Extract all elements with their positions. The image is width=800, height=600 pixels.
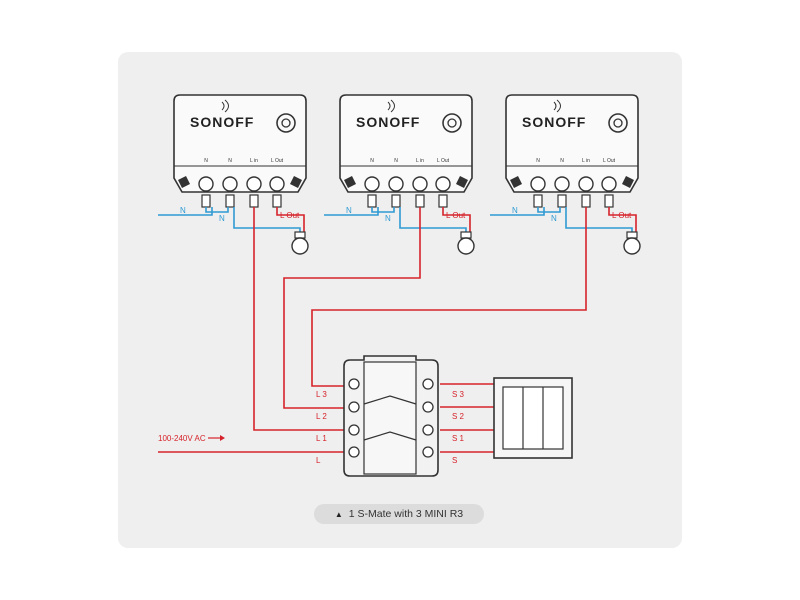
smate-label-l3: L 3	[316, 390, 327, 399]
pairing-button-icon	[608, 113, 628, 133]
supply-label: 100-240V AC	[158, 434, 206, 443]
mount-tabs	[178, 176, 302, 188]
triangle-up-icon: ▲	[334, 509, 343, 519]
wire-label-n2: N	[219, 214, 225, 223]
wire-label-n: N	[180, 206, 186, 215]
live-wire-lout	[608, 207, 637, 232]
terminal-label-lin: L in	[416, 158, 424, 164]
caption-text: 1 S-Mate with 3 MINI R3	[348, 508, 464, 520]
terminal-label-lin: L in	[582, 158, 590, 164]
terminal-label-n1: N	[536, 158, 540, 164]
terminal-slots	[201, 194, 282, 208]
live-wires	[158, 225, 587, 453]
mini-r3-module-3: SONOFF N N L in L Out N N L Out	[490, 94, 641, 255]
neutral-wire-lamp	[399, 207, 467, 232]
neutral-wire-link	[371, 207, 395, 213]
wifi-signal-icon	[387, 99, 395, 113]
pairing-button-icon	[276, 113, 296, 133]
neutral-wire-link	[205, 207, 229, 213]
s-mate-module	[343, 355, 439, 477]
wire-label-lout: L Out	[446, 211, 466, 220]
arrow-right-icon	[208, 435, 225, 441]
brand-logo: SONOFF	[522, 114, 586, 130]
smate-label-s3: S 3	[452, 390, 465, 399]
terminal-label-n2: N	[560, 158, 564, 164]
light-bulb-icon	[457, 231, 475, 255]
wire-label-n: N	[512, 206, 518, 215]
neutral-wire-lamp	[233, 207, 301, 232]
terminal-screws	[198, 176, 285, 192]
caption-pill: ▲ 1 S-Mate with 3 MINI R3	[314, 504, 484, 524]
mount-tabs	[510, 176, 634, 188]
neutral-wire-in	[490, 207, 545, 216]
pairing-button-icon	[442, 113, 462, 133]
terminal-screws	[530, 176, 617, 192]
live-wire-lout	[442, 207, 471, 232]
wifi-signal-icon	[553, 99, 561, 113]
terminal-slots	[533, 194, 614, 208]
neutral-wire-link	[537, 207, 561, 213]
terminal-label-lout: L Out	[603, 158, 616, 164]
smate-label-s2: S 2	[452, 412, 465, 421]
smate-label-l1: L 1	[316, 434, 327, 443]
neutral-wire-in	[324, 207, 379, 216]
wire-label-n: N	[346, 206, 352, 215]
neutral-wire-in	[158, 207, 213, 216]
terminal-label-n1: N	[204, 158, 208, 164]
wire-label-n2: N	[385, 214, 391, 223]
wall-switch-3-gang	[493, 377, 573, 459]
smate-label-l2: L 2	[316, 412, 327, 421]
mini-r3-module-2: SONOFF N N L in L Out N N L Out	[324, 94, 475, 255]
terminal-label-n1: N	[370, 158, 374, 164]
wire-label-lout: L Out	[280, 211, 300, 220]
brand-logo: SONOFF	[356, 114, 420, 130]
smate-label-l: L	[316, 456, 321, 465]
mini-r3-module-1: SONOFF N N L in L Out N N L Out	[158, 94, 309, 255]
terminal-label-lin: L in	[250, 158, 258, 164]
neutral-wire-lamp	[565, 207, 633, 232]
brand-logo: SONOFF	[190, 114, 254, 130]
live-wire-lout	[276, 207, 305, 232]
terminal-label-lout: L Out	[437, 158, 450, 164]
terminal-screws	[364, 176, 451, 192]
smate-label-s: S	[452, 456, 457, 465]
light-bulb-icon	[623, 231, 641, 255]
wire-label-lout: L Out	[612, 211, 632, 220]
smate-label-s1: S 1	[452, 434, 465, 443]
terminal-label-lout: L Out	[271, 158, 284, 164]
terminal-label-n2: N	[394, 158, 398, 164]
wire-label-n2: N	[551, 214, 557, 223]
mount-tabs	[344, 176, 468, 188]
wifi-signal-icon	[221, 99, 229, 113]
light-bulb-icon	[291, 231, 309, 255]
terminal-slots	[367, 194, 448, 208]
terminal-label-n2: N	[228, 158, 232, 164]
